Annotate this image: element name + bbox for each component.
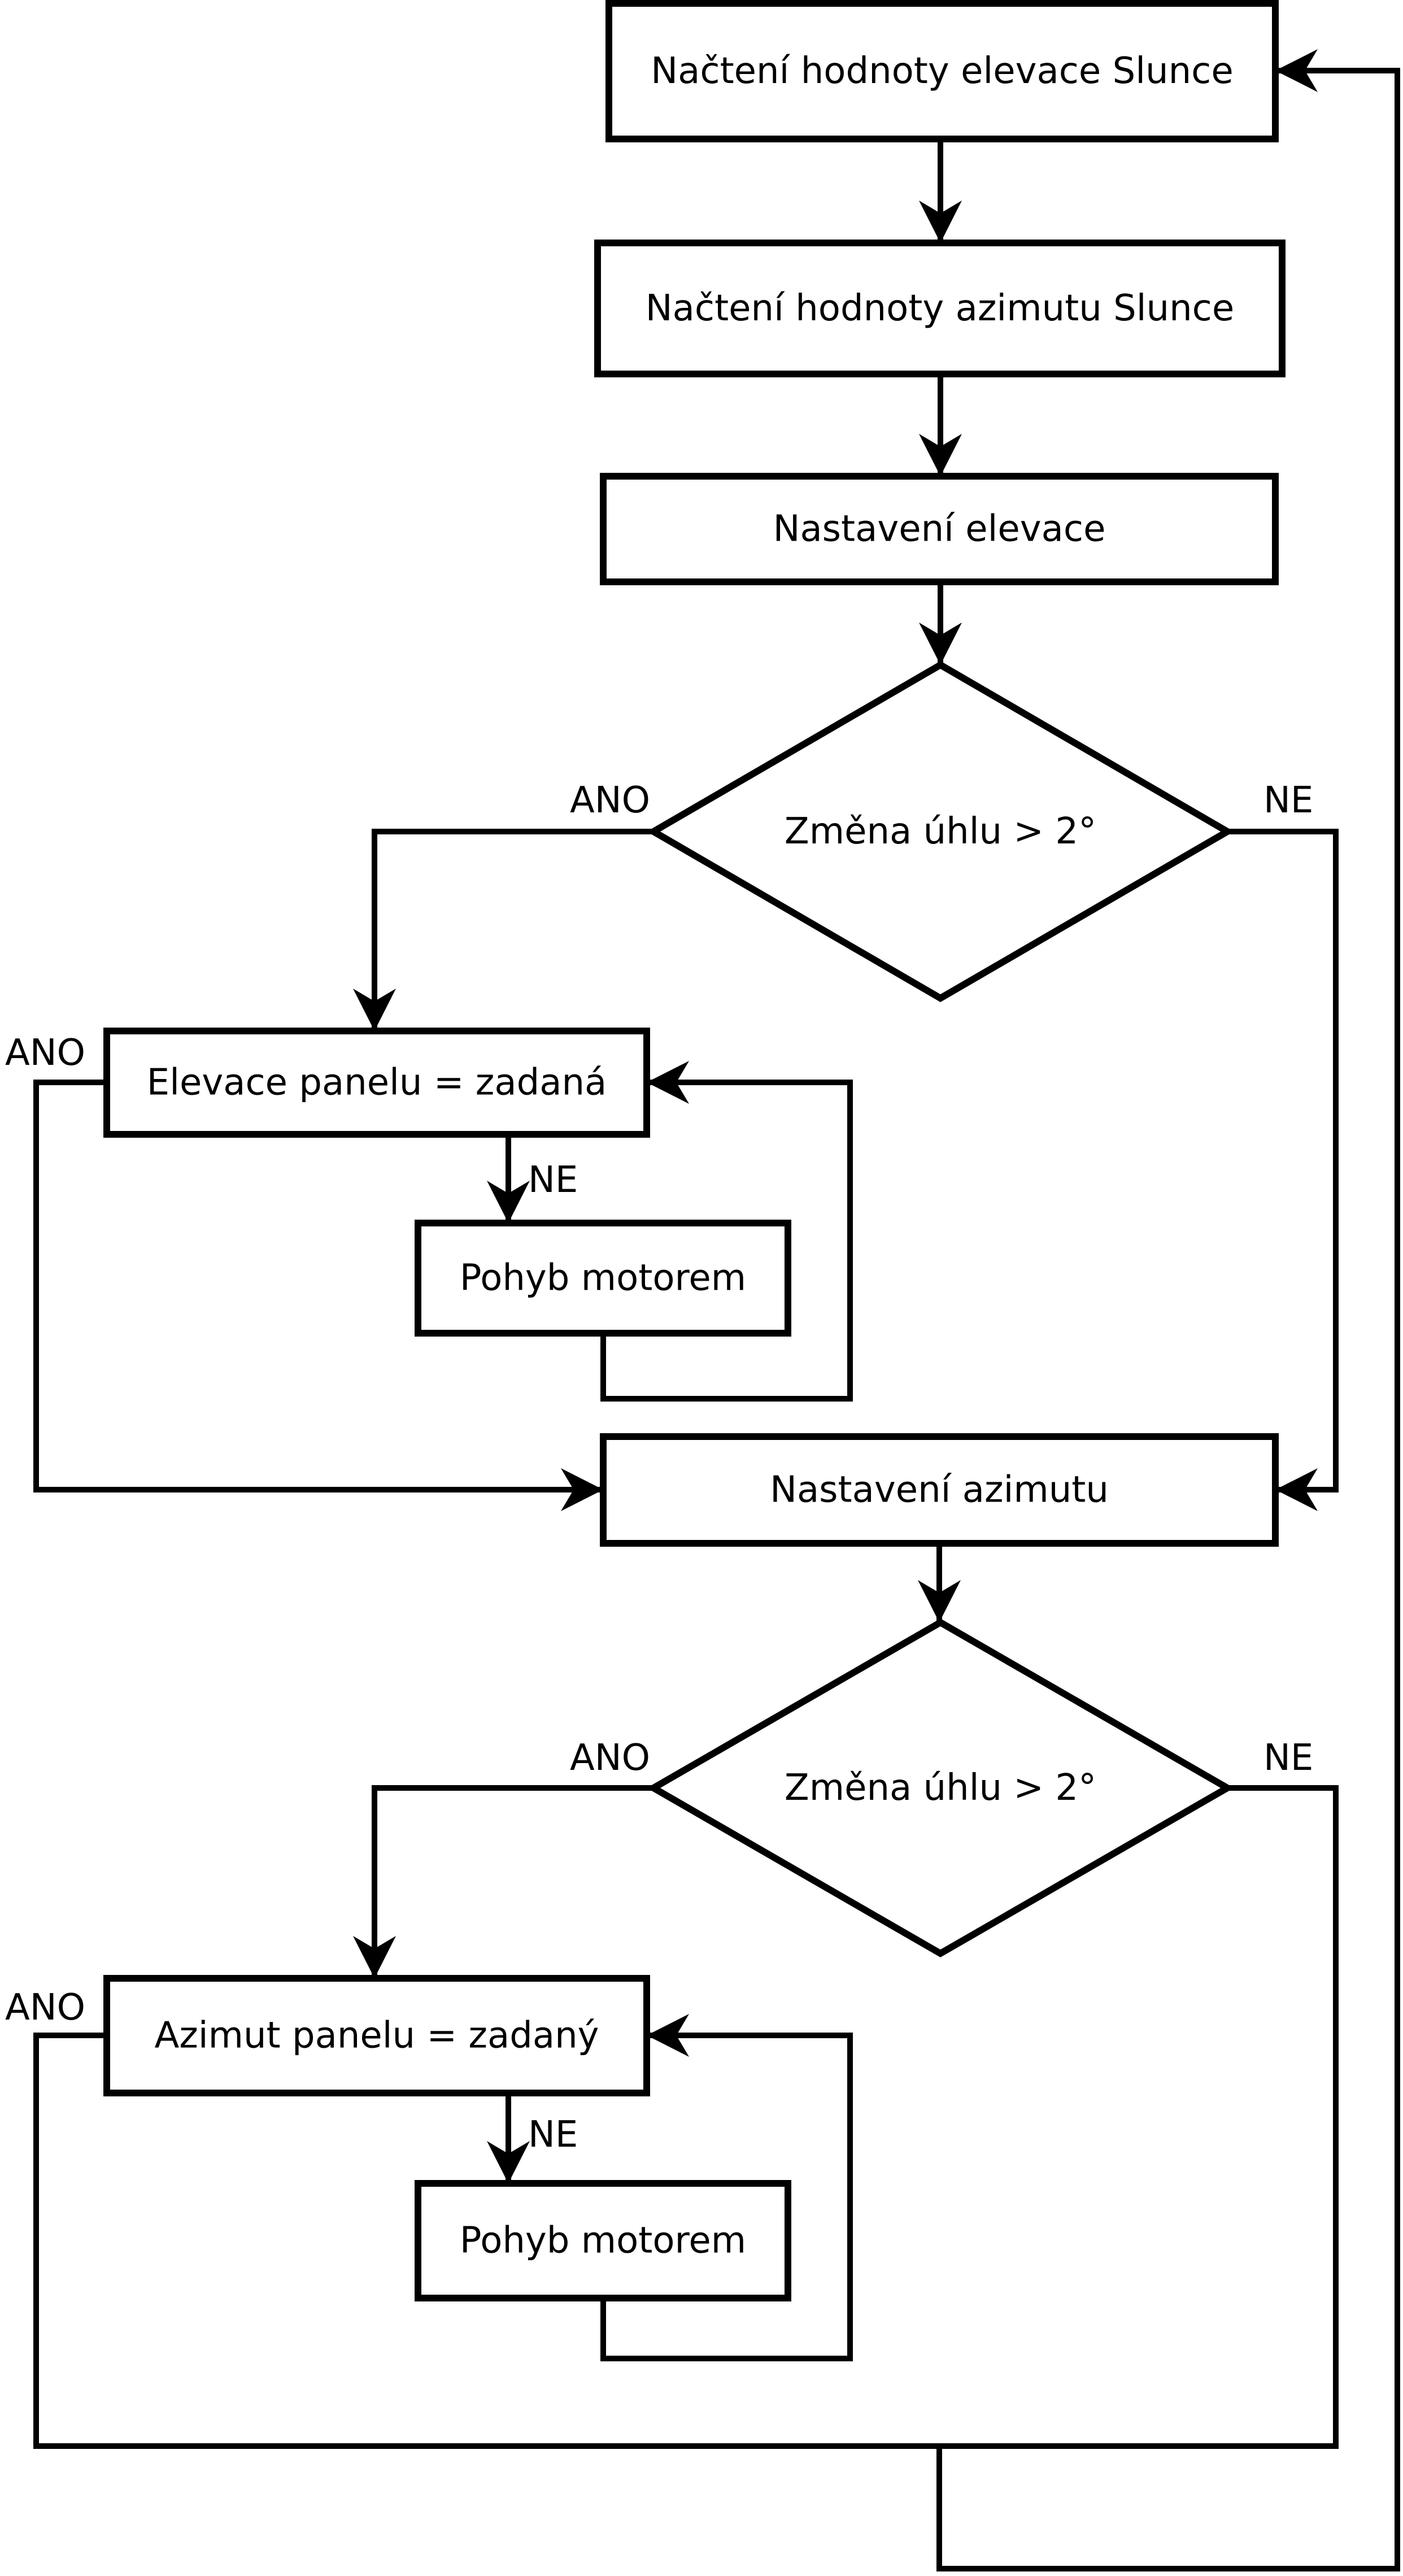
node-elevation-equal: Elevace panelu = zadaná — [103, 1028, 650, 1138]
arrowhead-icon — [1275, 1468, 1318, 1511]
process-box — [600, 473, 1279, 585]
process-box — [103, 1028, 650, 1138]
edge-elevation-equal-ano-to-set-azimuth — [33, 1080, 603, 1511]
node-label: Nastavení elevace — [773, 508, 1106, 550]
node-label: Nastavení azimutu — [770, 1469, 1109, 1511]
edge-decision-2-ne-to-junction — [939, 1785, 1339, 2449]
edge-decision-2-ano-to-azimuth-equal — [353, 1785, 653, 1978]
edge-label-elevation-equal-ano: ANO — [5, 1032, 85, 1074]
edge-label-decision-1-ano: ANO — [570, 780, 650, 821]
edge-elevation-equal-ne-to-motor-1 — [487, 1134, 530, 1223]
edge-label-azimuth-equal-ne: NE — [528, 2114, 578, 2156]
edge-motor-2-loop-to-azimuth-equal — [600, 2014, 853, 2361]
edge-decision-1-ne-to-set-azimuth — [1227, 829, 1339, 1511]
node-decision-1: Změna úhlu > 2° — [647, 661, 1234, 1002]
node-motor-move-2: Pohyb motorem — [415, 2180, 791, 2301]
node-label: Načtení hodnoty elevace Slunce — [651, 50, 1233, 92]
process-box — [594, 240, 1286, 377]
edge-set-elevation-to-decision-1 — [919, 582, 962, 665]
edge-label-azimuth-equal-ano: ANO — [5, 1987, 85, 2029]
process-box — [415, 1220, 791, 1337]
edge-azimuth-equal-ne-to-motor-2 — [487, 2093, 530, 2183]
edge-junction-to-load-elevation — [936, 49, 1400, 2571]
node-label: Změna úhlu > 2° — [785, 811, 1096, 852]
edge-line — [33, 1080, 603, 1492]
edge-azimuth-equal-ano-to-junction — [33, 2033, 939, 2449]
edge-decision-1-ano-to-elevation-equal — [353, 829, 653, 1031]
edge-line — [33, 2033, 939, 2449]
arrowhead-icon — [919, 434, 962, 476]
edge-label-decision-2-ano: ANO — [570, 1737, 650, 1779]
arrowhead-icon — [1275, 49, 1318, 92]
arrowhead-icon — [919, 623, 962, 665]
node-decision-2: Změna úhlu > 2° — [646, 1618, 1235, 1957]
node-motor-move-1: Pohyb motorem — [415, 1220, 791, 1337]
edge-line — [1227, 829, 1339, 1492]
node-set-elevation: Nastavení elevace — [600, 473, 1279, 585]
arrowhead-icon — [919, 201, 962, 243]
process-box — [600, 1433, 1279, 1547]
edge-load-azimuth-to-set-elevation — [919, 374, 962, 476]
node-label: Pohyb motorem — [460, 1257, 746, 1299]
arrowhead-icon — [918, 1580, 961, 1622]
node-load-azimuth: Načtení hodnoty azimutu Slunce — [594, 240, 1286, 377]
edge-line — [600, 1080, 853, 1402]
process-box — [103, 1975, 650, 2096]
node-label: Elevace panelu = zadaná — [147, 1062, 607, 1104]
arrowhead-icon — [353, 1936, 396, 1978]
node-label: Azimut panelu = zadaný — [154, 2015, 599, 2057]
edge-line — [939, 1785, 1339, 2449]
edge-load-elevation-to-load-azimuth — [919, 139, 962, 243]
decision-diamond — [646, 1618, 1235, 1957]
edge-label-decision-2-ne: NE — [1263, 1737, 1313, 1779]
process-box — [415, 2180, 791, 2301]
arrowhead-icon — [561, 1468, 603, 1511]
decision-diamond — [647, 661, 1234, 1002]
node-label: Pohyb motorem — [460, 2220, 746, 2262]
node-set-azimuth: Nastavení azimutu — [600, 1433, 1279, 1547]
edge-line — [372, 829, 653, 1031]
node-load-elevation: Načtení hodnoty elevace Slunce — [605, 0, 1279, 142]
arrowhead-icon — [487, 2141, 530, 2183]
arrowhead-icon — [647, 1061, 689, 1104]
edge-motor-1-loop-to-elevation-equal — [600, 1061, 853, 1402]
arrowhead-icon — [487, 1181, 530, 1223]
node-azimuth-equal: Azimut panelu = zadaný — [103, 1975, 650, 2096]
edge-line — [600, 2033, 853, 2361]
edge-label-elevation-equal-ne: NE — [528, 1159, 578, 1201]
edge-label-decision-1-ne: NE — [1263, 780, 1313, 821]
edge-line — [936, 68, 1400, 2571]
node-label: Změna úhlu > 2° — [785, 1767, 1096, 1809]
arrowhead-icon — [353, 989, 396, 1031]
edge-set-azimuth-to-decision-2 — [918, 1543, 961, 1622]
arrowhead-icon — [647, 2014, 689, 2057]
edge-line — [372, 1785, 653, 1978]
process-box — [605, 0, 1279, 142]
node-label: Načtení hodnoty azimutu Slunce — [646, 288, 1234, 329]
